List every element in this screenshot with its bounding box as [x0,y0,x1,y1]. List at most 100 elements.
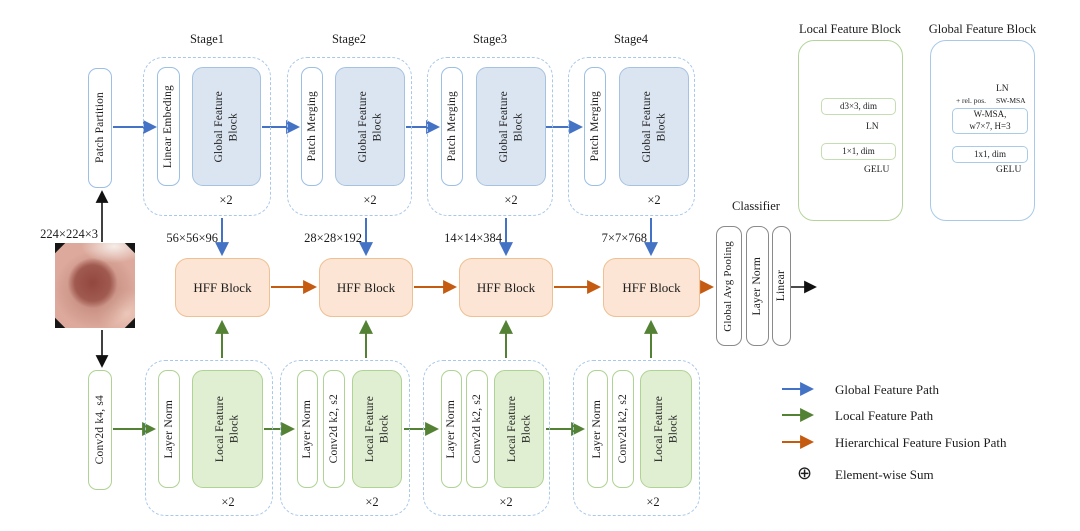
local-stage3-local-feature-block: Local Feature Block [494,370,544,488]
local-feature-block-detail-title: Local Feature Block [798,22,902,36]
local-stage3-local-feature-block-label: Local Feature Block [505,395,532,463]
local-detail-gelu-label: GELU [864,165,890,175]
local-stage3-layer-norm-label: Layer Norm [445,399,458,459]
classifier-global-avg-pooling-label: Global Avg Pooling [722,240,735,332]
hff-block-2-label: HFF Block [336,279,396,295]
stage4-global-feature-block: Global Feature Block [619,67,689,186]
stage4-patch-merging-label: Patch Merging [588,91,601,162]
local-stage2-conv-label: Conv2d k2, s2 [327,394,340,464]
local-stage4-layer-norm-box: Layer Norm [587,370,608,488]
legend-fusion-path-label: Hierarchical Feature Fusion Path [835,435,1007,450]
stage3-output-dims: 14×14×384 [444,231,502,245]
local-stage2-repeat-label: ×2 [365,495,379,509]
stage3-global-feature-block: Global Feature Block [476,67,546,186]
local-stage4-layer-norm-label: Layer Norm [591,399,604,459]
stage4-patch-merging-box: Patch Merging [584,67,606,186]
stage1-global-feature-block-label: Global Feature Block [213,90,240,163]
stage3-global-feature-block-label: Global Feature Block [497,90,524,163]
global-detail-pwconv-box: 1x1, dim [952,146,1028,163]
stage4-container [568,57,695,216]
local-stage3-layer-norm-box: Layer Norm [441,370,462,488]
local-stage2-container [280,360,410,516]
stage1-linear-embedding-box: Linear Embeding [157,67,180,186]
hff-block-3-label: HFF Block [476,279,536,295]
legend-global-feature-path-label: Global Feature Path [835,382,939,397]
stage3-container [427,57,553,216]
local-stage3-conv-label: Conv2d k2, s2 [470,394,483,464]
patch-partition-label: Patch Partition [93,92,106,164]
local-stage4-container [573,360,700,516]
stage1-global-feature-block: Global Feature Block [192,67,261,186]
local-stage1-container [145,360,273,516]
classifier-linear-box: Linear [772,226,791,346]
local-feature-block-detail-container [798,40,903,221]
stage2-repeat-label: ×2 [363,193,377,207]
stage4-title: Stage4 [613,32,649,46]
local-stage1-local-feature-block: Local Feature Block [192,370,263,488]
legend-element-wise-sum-label: Element-wise Sum [835,467,934,482]
stage2-global-feature-block-label: Global Feature Block [356,90,383,163]
local-stage4-local-feature-block-label: Local Feature Block [652,395,679,463]
local-detail-pwconv-box: 1×1, dim [821,143,896,160]
stage2-title: Stage2 [331,32,367,46]
global-detail-wmsa-box: W-MSA, w7×7, H=3 [952,108,1028,134]
hff-block-4-label: HFF Block [622,279,681,295]
stage3-patch-merging-label: Patch Merging [445,91,458,162]
local-stage2-layer-norm-box: Layer Norm [297,370,318,488]
local-stage2-local-feature-block-label: Local Feature Block [363,395,390,463]
stage1-title: Stage1 [189,32,225,46]
classifier-title: Classifier [732,199,780,213]
stage4-output-dims: 7×7×768 [601,231,647,245]
stage2-patch-merging-box: Patch Merging [301,67,323,186]
global-detail-gelu-label: GELU [996,165,1022,175]
local-stage4-conv-label: Conv2d k2, s2 [616,394,629,464]
local-detail-dwconv-box: d3×3, dim [821,98,896,115]
classifier-global-avg-pooling-box: Global Avg Pooling [716,226,742,346]
hff-block-2: HFF Block [319,258,413,317]
input-endoscopy-image [55,243,135,328]
stage1-repeat-label: ×2 [219,193,233,207]
stage2-output-dims: 28×28×192 [304,231,362,245]
stage2-container [287,57,412,216]
element-wise-sum-icon: ⊕ [797,463,813,484]
hff-block-1: HFF Block [175,258,270,317]
stage3-patch-merging-box: Patch Merging [441,67,463,186]
stage1-container [143,57,271,216]
global-detail-rel-pos-label: + rel. pos. [955,96,986,105]
global-detail-ln-label: LN [996,84,1009,94]
local-stage4-local-feature-block: Local Feature Block [640,370,692,488]
classifier-linear-label: Linear [775,270,788,302]
classifier-layer-norm-label: Layer Norm [751,256,764,316]
local-stage1-repeat-label: ×2 [221,495,235,509]
legend-local-feature-path-label: Local Feature Path [835,408,934,423]
local-stage1-layer-norm-label: Layer Norm [162,399,175,459]
hff-block-4: HFF Block [603,258,700,317]
conv-stem-box: Conv2d k4, s4 [88,370,112,490]
global-feature-block-detail-title: Global Feature Block [928,22,1037,36]
local-stage3-container [423,360,550,516]
local-stage2-layer-norm-label: Layer Norm [301,399,314,459]
stage3-title: Stage3 [472,32,508,46]
hff-block-3: HFF Block [459,258,553,317]
local-stage4-conv-box: Conv2d k2, s2 [612,370,634,488]
local-stage1-layer-norm-box: Layer Norm [158,370,180,488]
stage3-repeat-label: ×2 [504,193,518,207]
local-stage3-repeat-label: ×2 [499,495,513,509]
local-stage2-local-feature-block: Local Feature Block [352,370,402,488]
local-stage2-conv-box: Conv2d k2, s2 [323,370,345,488]
input-dims-label: 224×224×3 [40,227,98,241]
classifier-layer-norm-box: Layer Norm [746,226,769,346]
conv-stem-label: Conv2d k4, s4 [93,395,106,465]
stage1-linear-embedding-label: Linear Embeding [162,84,175,169]
stage2-patch-merging-label: Patch Merging [305,91,318,162]
local-detail-ln-label: LN [866,122,879,132]
hff-block-1-label: HFF Block [193,279,252,295]
patch-partition-box: Patch Partition [88,68,112,188]
stage2-global-feature-block: Global Feature Block [335,67,405,186]
local-stage3-conv-box: Conv2d k2, s2 [466,370,488,488]
stage1-output-dims: 56×56×96 [166,231,218,245]
local-stage4-repeat-label: ×2 [646,495,660,509]
stage4-global-feature-block-label: Global Feature Block [640,90,667,163]
global-detail-sw-msa-label: SW-MSA [996,96,1026,105]
